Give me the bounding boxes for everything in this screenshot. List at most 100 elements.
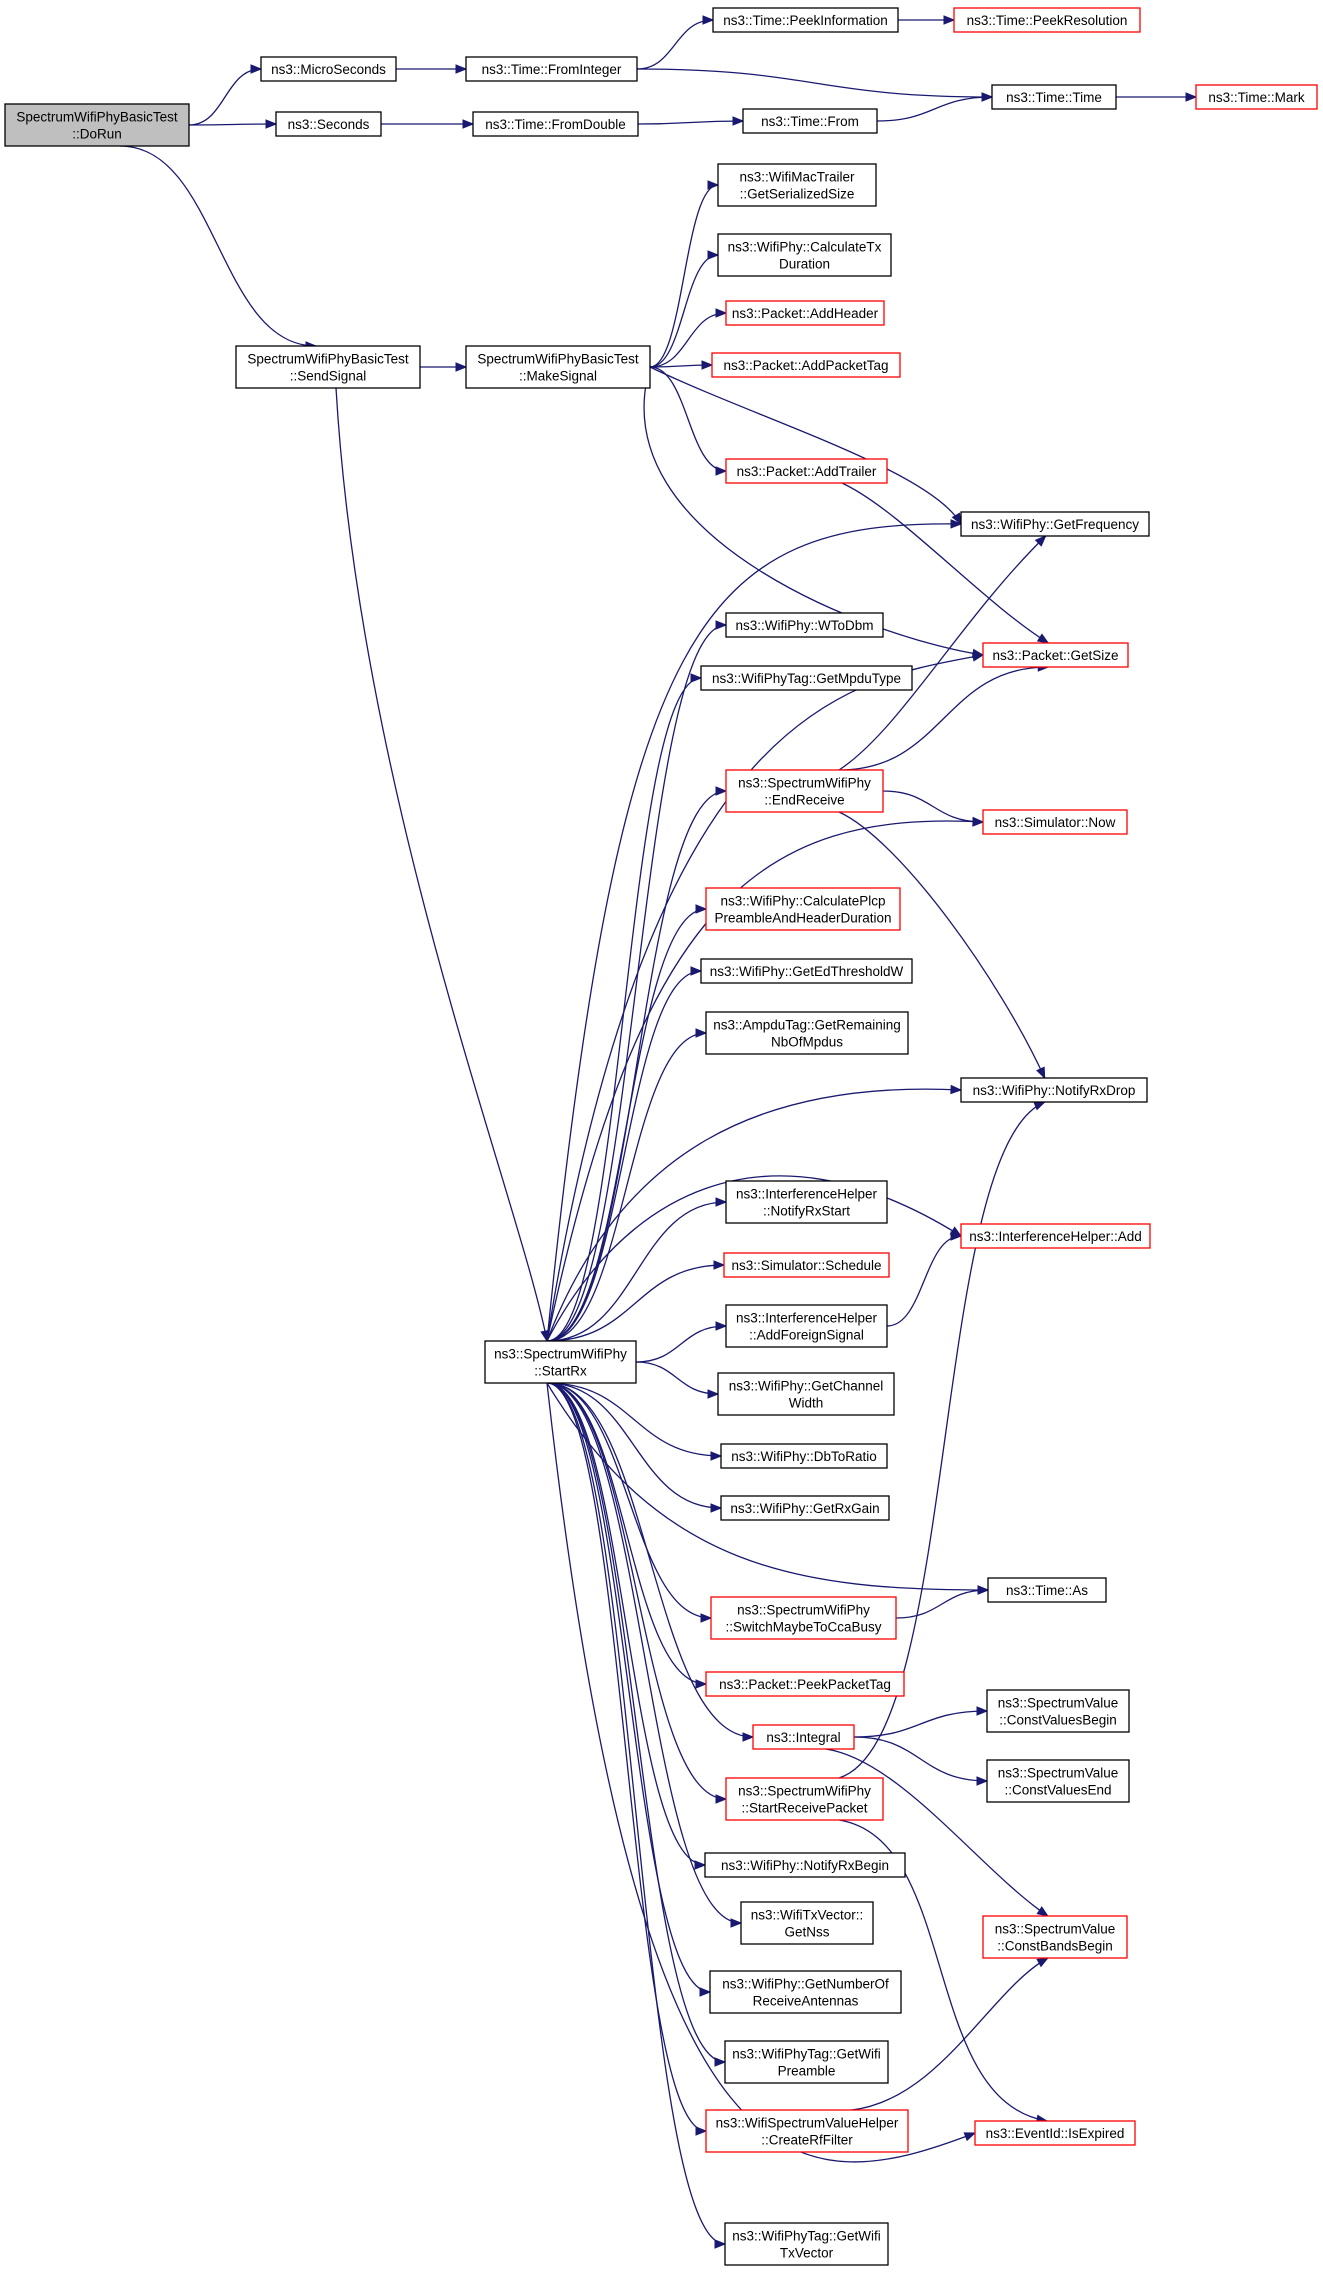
edge-line	[649, 366, 962, 525]
node-box	[725, 1180, 888, 1224]
node-const-values-end[interactable]: ns3::SpectrumValue::ConstValuesEnd	[986, 1759, 1130, 1803]
edge-make-signal-to-add-trailer	[649, 366, 728, 476]
node-box	[712, 7, 899, 33]
node-box	[725, 458, 888, 484]
node-get-serialized-size[interactable]: ns3::WifiMacTrailer::GetSerializedSize	[717, 163, 877, 207]
arrowhead	[250, 64, 263, 74]
node-integral[interactable]: ns3::Integral	[752, 1724, 855, 1750]
node-peek-resolution[interactable]: ns3::Time::PeekResolution	[953, 7, 1141, 33]
edge-start-rx-to-wto-dbm	[546, 620, 728, 1342]
edge-line	[119, 145, 317, 347]
node-const-bands-begin[interactable]: ns3::SpectrumValue::ConstBandsBegin	[982, 1915, 1128, 1959]
node-get-nss[interactable]: ns3::WifiTxVector::GetNss	[740, 1901, 874, 1945]
node-ihadd[interactable]: ns3::InterferenceHelper::Add	[960, 1223, 1151, 1249]
nodes-layer: SpectrumWifiPhyBasicTest::DoRun ns3::Micr…	[4, 7, 1318, 2266]
node-is-expired[interactable]: ns3::EventId::IsExpired	[974, 2120, 1136, 2146]
edge-start-rx-to-switch-maybe-to-cca-busy	[546, 1382, 713, 1623]
node-make-signal[interactable]: SpectrumWifiPhyBasicTest::MakeSignal	[465, 345, 651, 389]
node-send-signal[interactable]: SpectrumWifiPhyBasicTest::SendSignal	[235, 345, 421, 389]
edge-line	[853, 1736, 988, 1782]
node-get-mpdu-type[interactable]: ns3::WifiPhyTag::GetMpduType	[700, 665, 913, 691]
node-get-frequency[interactable]: ns3::WifiPhy::GetFrequency	[960, 511, 1150, 537]
edge-add-foreign-signal-to-ihadd	[886, 1231, 963, 1327]
edge-line	[335, 387, 548, 1342]
node-label: TxVector	[780, 2246, 834, 2261]
node-seconds[interactable]: ns3::Seconds	[275, 111, 382, 137]
node-get-ed-threshold-w[interactable]: ns3::WifiPhy::GetEdThresholdW	[700, 958, 913, 984]
arrowhead	[694, 1860, 707, 1870]
arrowhead	[1036, 1957, 1049, 1968]
node-time-time[interactable]: ns3::Time::Time	[991, 84, 1117, 110]
arrowhead	[951, 512, 962, 526]
arrowhead	[976, 1776, 989, 1786]
arrowhead	[976, 1706, 989, 1716]
node-box	[974, 2120, 1136, 2146]
node-box	[260, 56, 397, 82]
edge-line	[649, 366, 727, 472]
node-notify-rx-begin[interactable]: ns3::WifiPhy::NotifyRxBegin	[704, 1852, 906, 1878]
node-create-rf-filter[interactable]: ns3::WifiSpectrumValueHelper::CreateRfFi…	[705, 2109, 909, 2153]
node-label: ::MakeSignal	[519, 369, 597, 384]
node-add-foreign-signal[interactable]: ns3::InterferenceHelper::AddForeignSigna…	[725, 1304, 888, 1348]
edge-start-rx-to-get-remaining-nb-of-mpdus	[546, 1028, 708, 1342]
node-box	[725, 1777, 884, 1821]
node-peek-packet-tag[interactable]: ns3::Packet::PeekPacketTag	[705, 1671, 905, 1697]
node-wto-dbm[interactable]: ns3::WifiPhy::WToDbm	[725, 612, 884, 638]
node-peek-information[interactable]: ns3::Time::PeekInformation	[712, 7, 899, 33]
arrowhead	[715, 308, 728, 318]
edge-line	[649, 184, 719, 368]
arrowhead	[714, 2239, 727, 2249]
node-time-as[interactable]: ns3::Time::As	[987, 1577, 1107, 1603]
node-time-from[interactable]: ns3::Time::From	[742, 108, 878, 134]
edge-add-trailer-to-get-size	[841, 482, 1050, 644]
node-sim-schedule[interactable]: ns3::Simulator::Schedule	[723, 1252, 890, 1278]
arrowhead	[700, 1613, 713, 1623]
edge-start-rx-to-get-mpdu-type	[546, 673, 703, 1342]
node-const-values-begin[interactable]: ns3::SpectrumValue::ConstValuesBegin	[986, 1689, 1130, 1733]
node-get-size[interactable]: ns3::Packet::GetSize	[982, 642, 1129, 668]
edge-line	[637, 120, 744, 125]
node-add-trailer[interactable]: ns3::Packet::AddTrailer	[725, 458, 888, 484]
node-from-integer[interactable]: ns3::Time::FromInteger	[465, 56, 638, 82]
node-label: ns3::WifiPhy::GetFrequency	[971, 517, 1139, 532]
node-box	[724, 2222, 889, 2266]
node-start-rx[interactable]: ns3::SpectrumWifiPhy::StartRx	[484, 1340, 637, 1384]
node-from-double[interactable]: ns3::Time::FromDouble	[472, 111, 639, 137]
node-sim-now[interactable]: ns3::Simulator::Now	[982, 809, 1128, 835]
node-ihnotify-rx-start[interactable]: ns3::InterferenceHelper::NotifyRxStart	[725, 1180, 888, 1224]
edge-start-rx-to-get-number-of-receive-antennas	[546, 1382, 712, 1997]
node-do-run[interactable]: SpectrumWifiPhyBasicTest::DoRun	[4, 103, 190, 147]
node-time-mark[interactable]: ns3::Time::Mark	[1195, 84, 1318, 110]
edge-start-rx-to-create-rf-filter	[546, 1382, 708, 2136]
node-micro-seconds[interactable]: ns3::MicroSeconds	[260, 56, 397, 82]
node-box	[960, 1077, 1148, 1103]
node-label: ::EndReceive	[764, 793, 844, 808]
node-notify-rx-drop[interactable]: ns3::WifiPhy::NotifyRxDrop	[960, 1077, 1148, 1103]
edge-line	[546, 1382, 707, 2132]
edge-line	[546, 1382, 754, 1738]
node-get-rx-gain[interactable]: ns3::WifiPhy::GetRxGain	[720, 1495, 890, 1521]
node-box	[710, 1596, 897, 1640]
node-switch-maybe-to-cca-busy[interactable]: ns3::SpectrumWifiPhy::SwitchMaybeToCcaBu…	[710, 1596, 897, 1640]
node-label: PreambleAndHeaderDuration	[714, 911, 891, 926]
node-label: ns3::InterferenceHelper::Add	[969, 1229, 1142, 1244]
arrowhead	[707, 180, 720, 190]
node-add-packet-tag[interactable]: ns3::Packet::AddPacketTag	[711, 352, 901, 378]
node-db-to-ratio[interactable]: ns3::WifiPhy::DbToRatio	[720, 1443, 888, 1469]
node-box	[717, 233, 892, 277]
node-start-receive-packet[interactable]: ns3::SpectrumWifiPhy::StartReceivePacket	[725, 1777, 884, 1821]
node-calc-plcp[interactable]: ns3::WifiPhy::CalculatePlcpPreambleAndHe…	[705, 887, 901, 931]
arrowhead	[707, 250, 720, 260]
arrowhead	[715, 1321, 728, 1331]
arrowhead	[1036, 1906, 1049, 1917]
edge-time-time-to-time-mark	[1116, 92, 1198, 102]
node-end-receive[interactable]: ns3::SpectrumWifiPhy::EndReceive	[725, 769, 884, 813]
node-add-header[interactable]: ns3::Packet::AddHeader	[725, 300, 885, 326]
